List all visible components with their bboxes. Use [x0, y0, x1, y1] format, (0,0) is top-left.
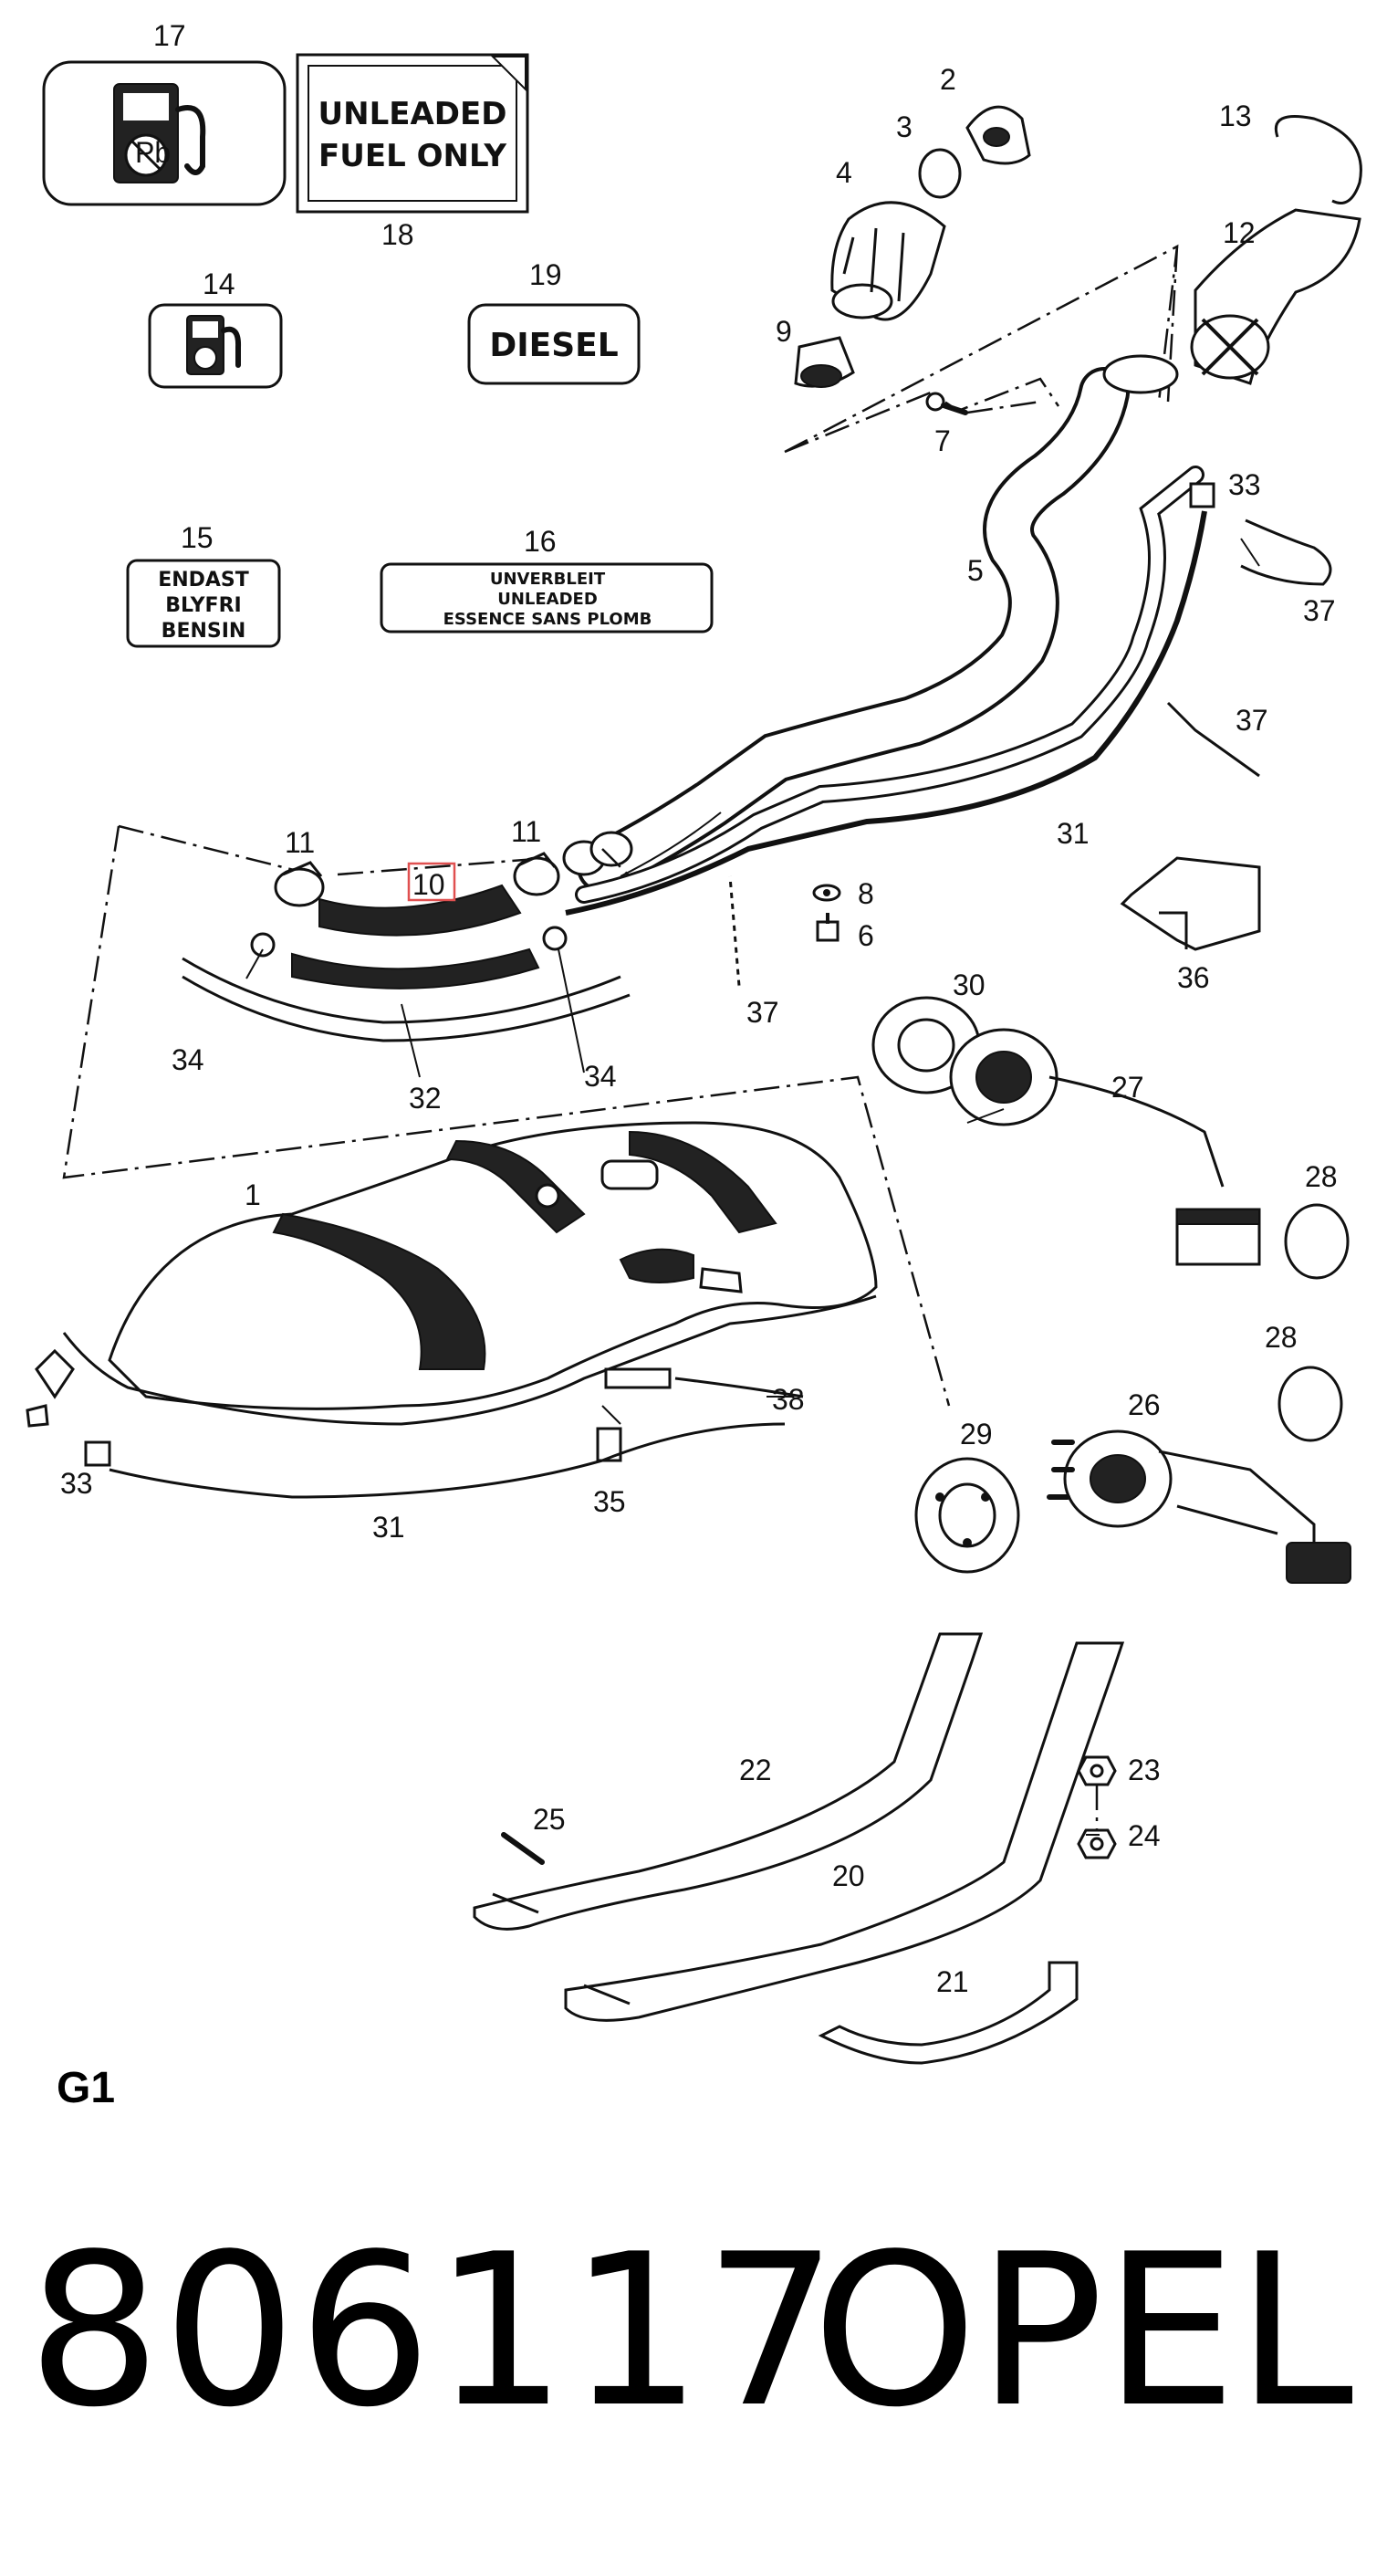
pb-symbol-17: Pb [135, 136, 171, 169]
callout-5: 5 [967, 554, 984, 587]
filler-cap-group [794, 105, 1362, 388]
decal-nordic-line3: BENSIN [162, 620, 246, 643]
callout-31-top: 31 [1057, 817, 1090, 850]
fuel-tank-1 [26, 1121, 878, 1499]
callout-10: 10 [412, 868, 445, 901]
callout-3: 3 [896, 110, 912, 143]
tank-straps [473, 1632, 1125, 2065]
filler-pipe-5 [562, 354, 1207, 916]
cable-ties-37 [728, 518, 1332, 987]
decal-diesel-text: DIESEL [489, 327, 618, 364]
decal-14-small-pump-sign [148, 303, 283, 389]
pin-25 [501, 1832, 545, 1865]
callout-26: 26 [1128, 1388, 1161, 1421]
callout-32: 32 [409, 1082, 442, 1115]
screw-7 [925, 392, 1041, 415]
callout-9: 9 [776, 315, 792, 348]
callout-30: 30 [953, 969, 986, 1001]
nuts-23-24 [1077, 1755, 1117, 1859]
callout-13: 13 [1219, 99, 1252, 132]
callout-35: 35 [593, 1485, 626, 1518]
callout-15: 15 [181, 521, 214, 554]
callout-4: 4 [836, 156, 852, 189]
callout-38: 38 [772, 1383, 805, 1416]
pump-cover-29 [914, 1457, 1020, 1574]
callout-28-a: 28 [1305, 1160, 1338, 1193]
callout-24: 24 [1128, 1819, 1161, 1852]
sender-unit-30-27 [871, 996, 1261, 1266]
callout-1: 1 [245, 1178, 261, 1211]
callout-12: 12 [1223, 216, 1256, 249]
highlight-box-10 [407, 862, 456, 902]
diagram-page-code: G1 [57, 2064, 116, 2112]
decal-19-diesel: DIESEL [467, 303, 641, 385]
washer-8-screw-6 [812, 884, 841, 942]
part-number: 806117 [27, 2210, 840, 2454]
decal-nordic-line1: ENDAST [158, 569, 249, 592]
decal-17-pump-sign: Pb [42, 60, 287, 206]
callout-7: 7 [934, 424, 951, 457]
callout-33-top: 33 [1228, 468, 1261, 501]
seals-28 [1278, 1203, 1350, 1442]
callout-19: 19 [529, 258, 562, 291]
callout-21: 21 [936, 1965, 969, 1998]
callout-23: 23 [1128, 1754, 1161, 1786]
callout-28-b: 28 [1265, 1321, 1298, 1354]
callout-14: 14 [203, 267, 235, 300]
decal-multi-line2: UNLEADED [497, 590, 598, 609]
decal-unleaded-line1: UNLEADED [318, 96, 507, 132]
decal-multi-line3: ESSENCE SANS PLOMB [443, 610, 652, 629]
decal-18-unleaded-fuel-only: UNLEADED FUEL ONLY [296, 53, 529, 214]
decal-multi-line1: UNVERBLEIT [490, 570, 606, 589]
leader-lines [245, 538, 1260, 1836]
callout-36: 36 [1177, 961, 1210, 994]
callout-29: 29 [960, 1418, 993, 1450]
callout-37-a: 37 [1303, 594, 1336, 627]
decal-15-nordic: ENDAST BLYFRI BENSIN [126, 559, 281, 648]
decal-unleaded-line2: FUEL ONLY [318, 138, 506, 174]
callout-25: 25 [533, 1803, 566, 1836]
callout-20: 20 [832, 1859, 865, 1892]
callout-27: 27 [1111, 1071, 1144, 1104]
fuel-pump-26 [1047, 1429, 1351, 1584]
callout-18: 18 [381, 218, 414, 251]
callout-34-left: 34 [172, 1043, 204, 1076]
callout-numbers: 17 18 14 19 15 16 2 3 4 13 12 9 7 33 5 3… [60, 19, 1338, 1998]
callout-22: 22 [739, 1754, 772, 1786]
callout-11-left: 11 [285, 826, 315, 859]
callout-37-c: 37 [746, 996, 779, 1029]
decal-nordic-line2: BLYFRI [165, 594, 241, 617]
callout-37-b: 37 [1236, 704, 1268, 737]
callout-2: 2 [940, 63, 956, 96]
callout-17: 17 [153, 19, 186, 52]
hose-group [62, 824, 951, 1407]
callout-33-bottom: 33 [60, 1467, 93, 1500]
callout-16: 16 [524, 525, 557, 558]
callout-31-bottom: 31 [372, 1511, 405, 1544]
clip-33-top [1189, 482, 1215, 508]
bracket-36 [1120, 856, 1261, 951]
callout-34-right: 34 [584, 1060, 617, 1093]
brand-name: OPEL [812, 2210, 1354, 2454]
decal-16-multilingual: UNVERBLEIT UNLEADED ESSENCE SANS PLOMB [380, 562, 714, 634]
callout-6: 6 [858, 919, 874, 952]
callout-8: 8 [858, 877, 874, 910]
callout-11-right: 11 [511, 815, 541, 848]
